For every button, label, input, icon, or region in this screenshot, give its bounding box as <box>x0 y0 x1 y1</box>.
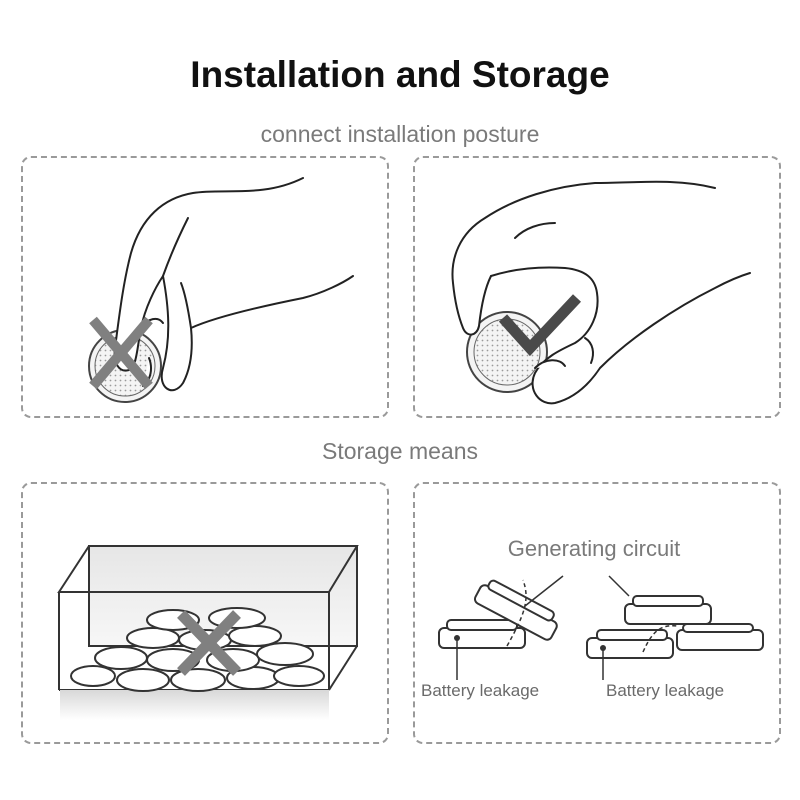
left-battery-leakage-label: Battery leakage <box>421 681 540 700</box>
right-battery-leakage-label: Battery leakage <box>606 681 725 700</box>
correct-posture-panel <box>413 156 781 418</box>
hand-holding-battery-correct-illustration <box>451 180 751 405</box>
page-title: Installation and Storage <box>190 54 610 95</box>
generating-circuit-panel: Generating circuit <box>413 482 781 744</box>
circuit-title: Generating circuit <box>507 536 681 561</box>
check-icon <box>498 294 582 357</box>
stacked-batteries-short-circuit-illustration <box>438 575 764 680</box>
cross-icon <box>177 610 241 676</box>
installation-section-label: connect installation posture <box>260 121 540 147</box>
loose-batteries-in-box-illustration <box>57 545 359 720</box>
wrong-posture-panel <box>21 156 389 418</box>
cross-icon <box>89 316 153 390</box>
hand-holding-battery-wrong-illustration <box>88 177 354 403</box>
storage-box-panel <box>21 482 389 744</box>
storage-section-label: Storage means <box>322 438 478 464</box>
